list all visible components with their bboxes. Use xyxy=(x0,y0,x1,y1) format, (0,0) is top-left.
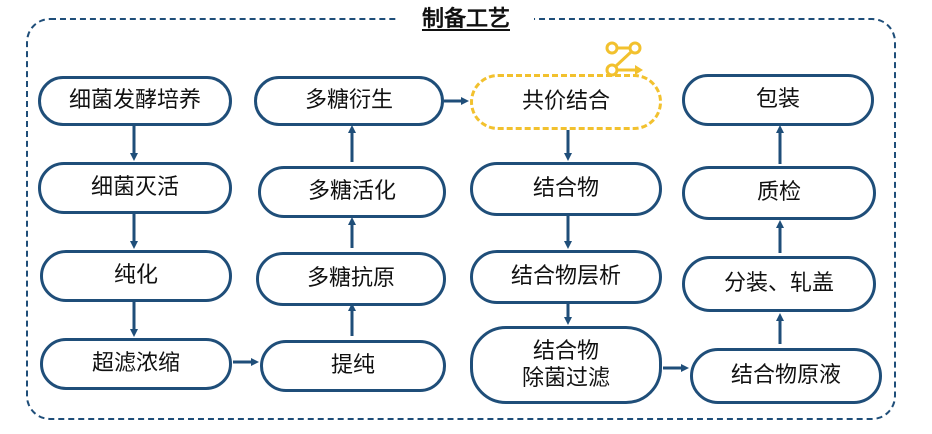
node-label: 分装、轧盖 xyxy=(723,271,834,297)
node-label: 结合物 xyxy=(532,176,599,202)
node-conjugate: 结合物 xyxy=(470,162,662,216)
node-label: 质检 xyxy=(756,180,801,206)
node-label: 结合物层析 xyxy=(510,264,621,290)
node-label: 结合物原液 xyxy=(730,363,841,389)
node-filling-capping: 分装、轧盖 xyxy=(682,256,876,312)
flow-share-icon xyxy=(605,41,643,77)
node-label: 细菌灭活 xyxy=(90,175,179,201)
node-label: 包装 xyxy=(755,87,800,113)
node-packaging: 包装 xyxy=(682,74,874,126)
node-covalent-conjugation: 共价结合 xyxy=(470,74,662,130)
node-conjugate-chromatography: 结合物层析 xyxy=(470,250,662,304)
node-polysaccharide-antigen: 多糖抗原 xyxy=(256,252,446,306)
node-label: 结合物 除菌过滤 xyxy=(521,338,610,392)
node-label: 超滤浓缩 xyxy=(91,351,180,377)
node-refinement: 提纯 xyxy=(260,340,446,392)
node-label: 多糖衍生 xyxy=(304,88,393,114)
node-bacterial-fermentation: 细菌发酵培养 xyxy=(38,76,232,126)
node-polysaccharide-derivation: 多糖衍生 xyxy=(254,76,444,126)
node-label: 共价结合 xyxy=(521,89,610,115)
node-quality-inspection: 质检 xyxy=(682,166,876,220)
node-label: 纯化 xyxy=(113,263,158,289)
node-conjugate-bulk: 结合物原液 xyxy=(690,348,882,404)
node-conjugate-sterile-filtration: 结合物 除菌过滤 xyxy=(470,326,662,404)
node-label: 提纯 xyxy=(330,353,375,379)
node-polysaccharide-activation: 多糖活化 xyxy=(258,166,446,218)
node-label: 细菌发酵培养 xyxy=(68,88,201,114)
diagram-title: 制备工艺 xyxy=(398,4,534,36)
node-label: 多糖抗原 xyxy=(306,266,395,292)
node-ultrafiltration: 超滤浓缩 xyxy=(40,338,232,390)
node-label: 多糖活化 xyxy=(307,179,396,205)
node-purification: 纯化 xyxy=(40,250,232,302)
node-bacterial-inactivation: 细菌灭活 xyxy=(38,162,232,214)
